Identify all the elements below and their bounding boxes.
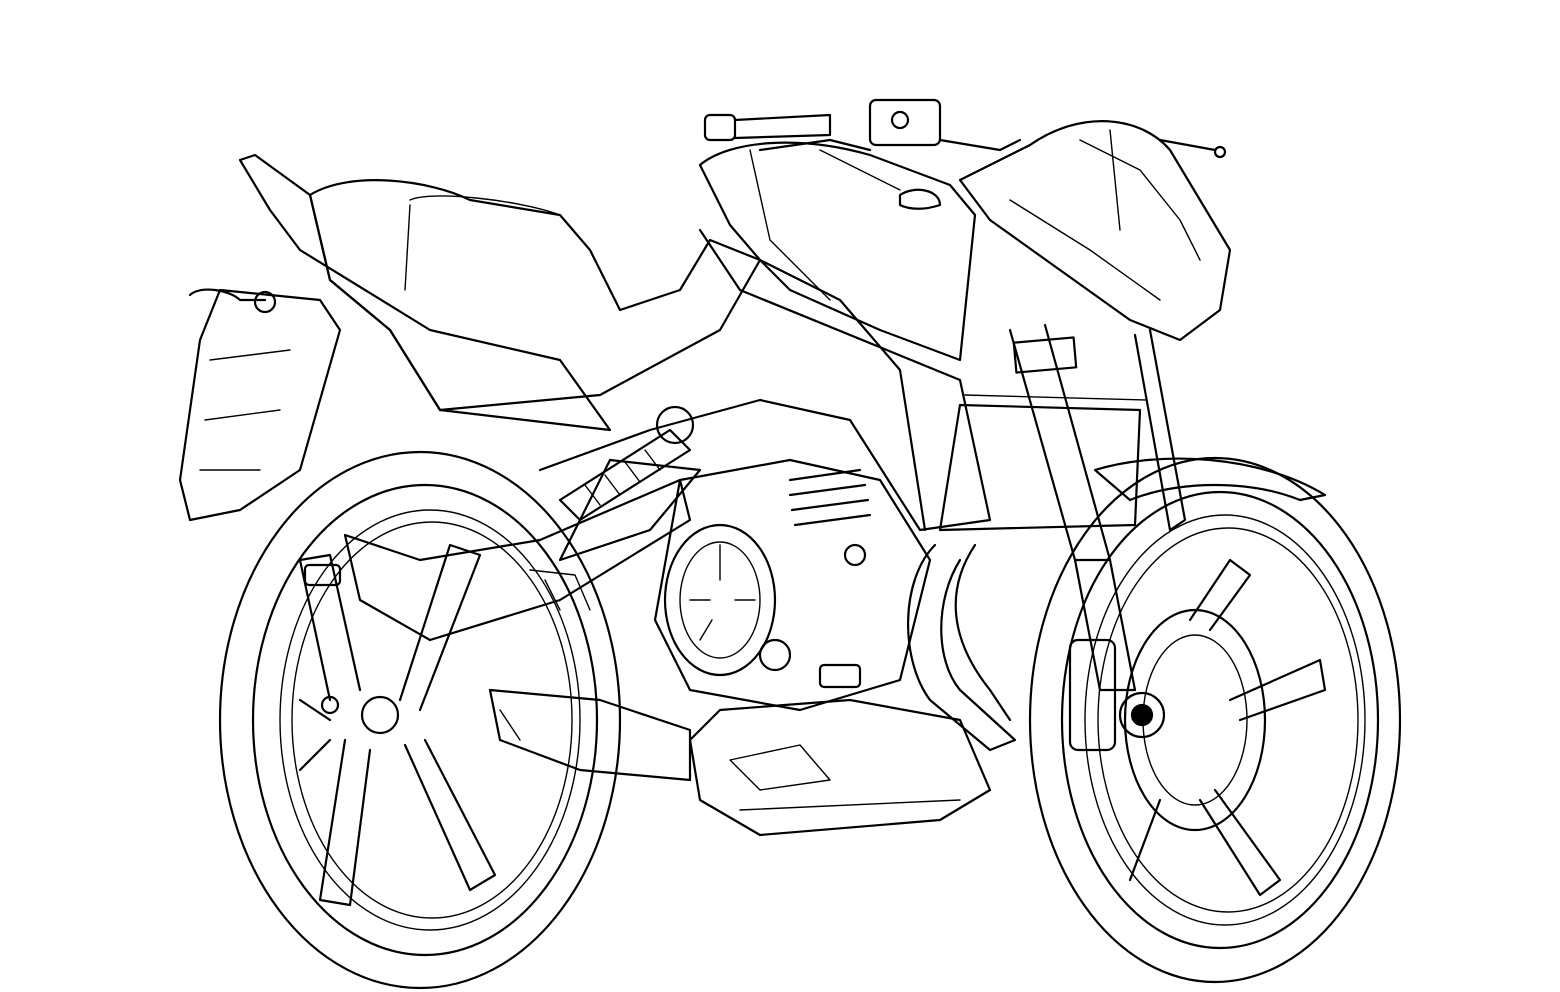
side-panel [558, 458, 702, 562]
tank-badge [898, 188, 942, 210]
footpeg-front [818, 663, 862, 689]
exhaust-headers [907, 543, 1017, 752]
swingarm [343, 458, 702, 642]
belly-pan [688, 698, 992, 837]
frame [538, 228, 992, 532]
engine [653, 458, 932, 712]
cylinder-fins [788, 468, 872, 527]
brake-disc [1123, 608, 1267, 832]
footpeg-rear [303, 563, 342, 587]
front-forks [1008, 323, 1187, 692]
front-fender [1093, 457, 1327, 502]
license-bracket [178, 288, 342, 522]
rear-wheel-spokes [298, 543, 497, 907]
rear-wheel [218, 450, 622, 990]
radiator [938, 394, 1146, 532]
tank-lines [749, 149, 901, 301]
front-wheel-spokes [1128, 558, 1327, 897]
handlebars [703, 98, 1227, 159]
headlight-fairing [958, 120, 1232, 342]
clutch-cover [663, 523, 777, 677]
brake-caliper [1068, 638, 1117, 752]
muffler-outlet [499, 709, 521, 741]
seat [308, 179, 762, 412]
fuel-tank [698, 141, 977, 362]
tail-section [238, 153, 612, 432]
front-wheel [1028, 456, 1402, 984]
muffler [488, 688, 692, 782]
